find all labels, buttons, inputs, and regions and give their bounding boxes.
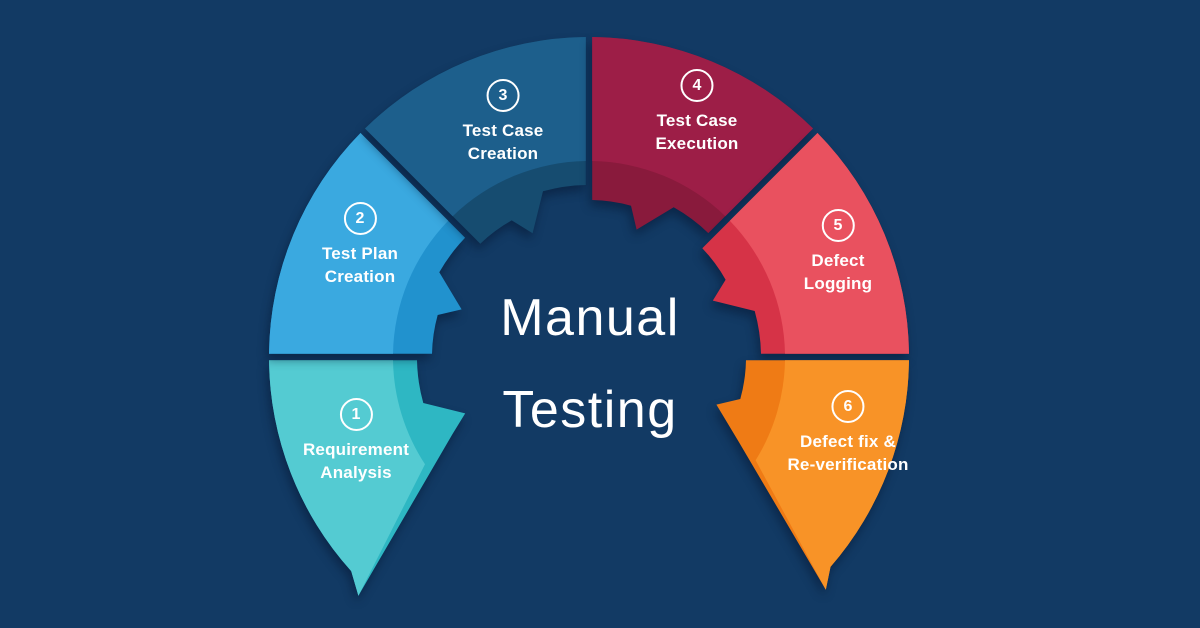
step-label-line: Re-verification [787,455,909,474]
step-label-test-plan-creation: 2 Test Plan Creation [322,202,398,288]
step-label-line: Execution [655,134,739,153]
segment-6-group [716,360,909,590]
segment-2-group [269,133,466,354]
step-label-line: Requirement [302,440,410,459]
step-number-badge-2: 2 [343,202,377,235]
segment-3-body [365,37,586,217]
step-number-badge-5: 5 [821,209,855,242]
step-label-line: Defect fix & [800,432,896,451]
step-label-line: Defect [811,251,865,270]
segment-4-group [592,37,813,234]
segment-5-group [702,133,909,354]
segment-2-body [269,133,449,354]
segment-4-body [592,37,813,217]
segment-3-group [365,37,586,244]
step-label-defect-logging: 5 Defect Logging [804,209,872,295]
step-label-line: Creation [324,267,396,286]
center-title-line-2: Testing [502,381,678,439]
segment-1-group [269,360,466,596]
step-number-badge-4: 4 [680,69,714,102]
step-label-line: Creation [467,144,539,163]
step-label-line: Analysis [320,463,392,482]
step-label-test-case-execution: 4 Test Case Execution [655,69,738,155]
step-label-defect-fix-reverification: 6 Defect fix & Re-verification [787,390,908,476]
step-number-badge-6: 6 [831,390,865,423]
step-label-line: Logging [803,274,873,293]
step-number-badge-1: 1 [339,398,373,431]
segment-1-body [269,360,425,596]
center-title: Manual Testing [500,272,680,456]
segment-5-body [729,133,909,354]
segment-6-body [755,360,909,590]
center-title-line-1: Manual [500,289,680,347]
step-label-line: Test Case [656,111,738,130]
step-label-line: Test Case [462,121,544,140]
step-number-badge-3: 3 [486,79,520,112]
step-label-line: Test Plan [321,244,399,263]
step-label-test-case-creation: 3 Test Case Creation [463,79,544,165]
step-label-requirement-analysis: 1 Requirement Analysis [303,398,409,484]
